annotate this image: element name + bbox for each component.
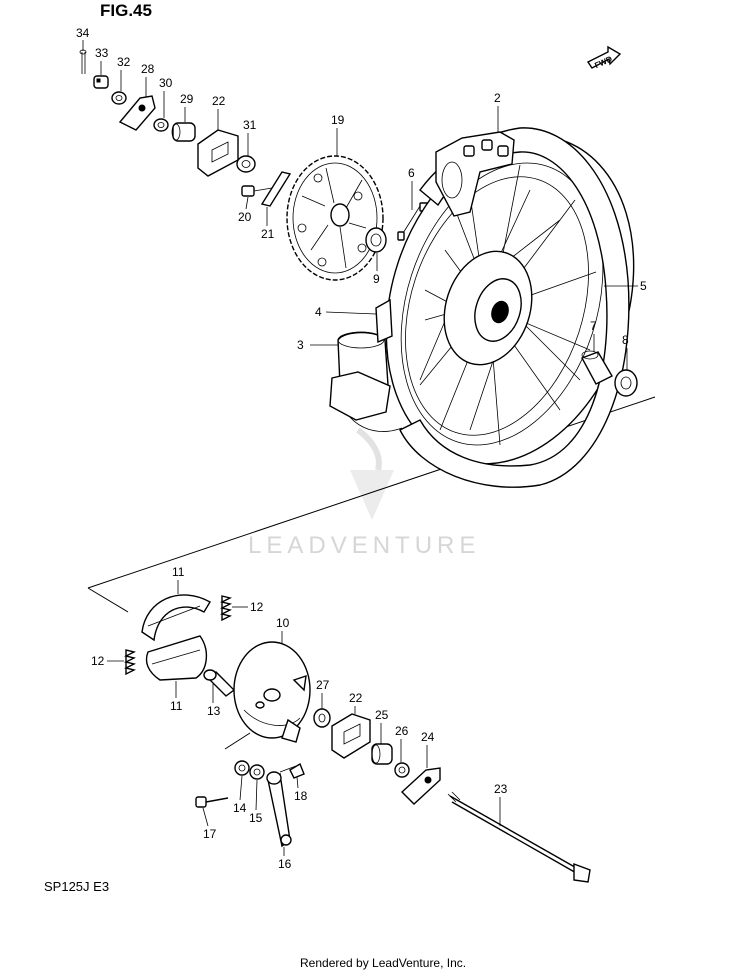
part-21-lock-washer <box>260 171 292 207</box>
part-27-dust-seal <box>313 708 331 728</box>
callout-16: 16 <box>278 857 292 871</box>
part-20-sprocket-bolt <box>241 185 273 197</box>
callout-labels: 34 33 32 28 30 29 22 31 19 2 6 20 21 9 4… <box>76 26 647 871</box>
part-28-chain-adjuster <box>118 95 156 131</box>
callout-27: 27 <box>316 678 330 692</box>
callout-34: 34 <box>76 26 90 40</box>
callout-9: 9 <box>373 272 380 286</box>
callout-29: 29 <box>180 92 194 106</box>
part-3-rim-tube <box>329 331 391 421</box>
part-12-spring-upper <box>219 595 233 622</box>
part-18-nut <box>289 762 305 779</box>
part-31-washer <box>236 155 256 173</box>
part-29-spacer <box>171 122 196 142</box>
part-15-washer <box>249 764 265 780</box>
callout-25: 25 <box>375 708 389 722</box>
callout-10: 10 <box>276 616 290 630</box>
part-17-bolt <box>195 796 229 808</box>
figure-title: FIG.45 <box>100 1 152 20</box>
part-24-chain-adjuster <box>400 767 441 805</box>
callout-30: 30 <box>159 76 173 90</box>
part-7-wheel-hub <box>443 250 533 366</box>
part-34-cotter-pin <box>79 49 87 74</box>
callout-5: 5 <box>640 279 647 293</box>
part-11-brake-shoe-upper <box>141 594 211 642</box>
part-4-rim-band <box>375 298 393 344</box>
part-7-axle-spacer <box>581 350 613 385</box>
callout-24: 24 <box>421 730 435 744</box>
part-12-spring-lower <box>123 649 137 676</box>
callout-18: 18 <box>294 789 308 803</box>
footer-credit: Rendered by LeadVenture, Inc. <box>300 956 466 970</box>
part-23-rear-axle <box>447 791 591 883</box>
callout-33: 33 <box>95 46 109 60</box>
part-10-brake-panel <box>233 641 311 743</box>
part-8-bearing <box>614 369 638 397</box>
part-22-chain-puller-upper <box>197 129 239 177</box>
forward-arrow-icon: FWD <box>586 45 622 70</box>
callout-13: 13 <box>207 704 221 718</box>
part-32-washer <box>111 91 127 105</box>
callout-28: 28 <box>141 62 155 76</box>
callout-7: 7 <box>590 319 597 333</box>
callout-21: 21 <box>261 227 275 241</box>
callout-31: 31 <box>243 118 257 132</box>
part-26-washer <box>394 762 410 778</box>
callout-14: 14 <box>233 801 247 815</box>
callout-32: 32 <box>117 55 131 69</box>
callout-26: 26 <box>395 724 409 738</box>
tire-tread-block <box>435 131 515 217</box>
callout-22-lower: 22 <box>349 691 363 705</box>
part-19-rear-sprocket <box>286 155 384 281</box>
callout-22-upper: 22 <box>212 94 226 108</box>
leadventure-watermark: LEADVENTURE <box>248 427 480 559</box>
callout-4: 4 <box>315 305 322 319</box>
rear-wheel-assembly <box>385 135 635 465</box>
callout-8: 8 <box>622 333 629 347</box>
part-11-brake-shoe-lower <box>145 635 207 681</box>
callout-6: 6 <box>408 166 415 180</box>
part-30-washer <box>153 118 169 132</box>
callout-12-lower: 12 <box>91 654 105 668</box>
callout-11-upper: 11 <box>172 565 185 579</box>
callout-12-upper: 12 <box>250 600 264 614</box>
part-13-brake-cam <box>203 669 236 697</box>
callout-15: 15 <box>249 811 263 825</box>
model-code: SP125J E3 <box>44 879 109 894</box>
part-16-brake-lever <box>266 765 297 848</box>
callout-3: 3 <box>297 338 304 352</box>
part-33-castle-nut <box>93 75 109 89</box>
part-22-chain-puller-lower <box>331 713 371 759</box>
part-14-washer <box>234 760 250 776</box>
part-9-bearing <box>365 227 387 253</box>
part-25-spacer <box>371 743 393 765</box>
callout-2: 2 <box>494 91 501 105</box>
watermark-text: LEADVENTURE <box>248 532 480 559</box>
callout-23: 23 <box>494 782 508 796</box>
callout-11-lower: 11 <box>170 699 183 713</box>
fwd-label: FWD <box>593 54 614 70</box>
callout-19: 19 <box>331 113 345 127</box>
callout-20: 20 <box>238 210 252 224</box>
callout-17: 17 <box>203 827 217 841</box>
